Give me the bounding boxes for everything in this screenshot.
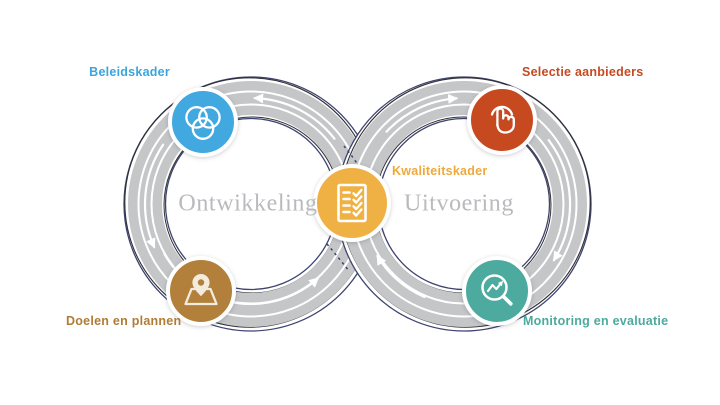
- checklist-icon: [337, 183, 367, 223]
- right-loop-title: Uitvoering: [404, 190, 514, 217]
- arrow-right-side: [547, 139, 572, 262]
- arrow-left-top: [253, 93, 336, 140]
- label-selectie-aanbieders: Selectie aanbieders: [522, 65, 644, 79]
- label-kwaliteitskader: Kwaliteitskader: [392, 164, 488, 178]
- label-doelen-en-plannen: Doelen en plannen: [66, 314, 182, 328]
- arrow-right-bottom: [376, 254, 426, 299]
- right-loop-arrows: [376, 93, 572, 299]
- arrow-right-top: [385, 93, 459, 133]
- selectie-aanbieders-node: [467, 85, 537, 155]
- beleidskader-node: [168, 87, 238, 157]
- label-beleidskader: Beleidskader: [89, 65, 170, 79]
- map-pin-icon: [184, 274, 218, 306]
- arrow-left-side: [143, 143, 165, 249]
- monitoring-en-evaluatie-node: [462, 256, 532, 326]
- overlapping-rings-icon: [185, 106, 221, 140]
- kwaliteitskader-node: [313, 164, 391, 242]
- magnifier-trend-icon: [481, 274, 513, 306]
- tap-finger-icon: [490, 105, 515, 134]
- crossing-dash-bottom: [326, 243, 350, 272]
- label-monitoring-en-evaluatie: Monitoring en evaluatie: [523, 314, 669, 328]
- doelen-en-plannen-node: [166, 256, 236, 326]
- left-loop-title: Ontwikkeling: [178, 190, 318, 217]
